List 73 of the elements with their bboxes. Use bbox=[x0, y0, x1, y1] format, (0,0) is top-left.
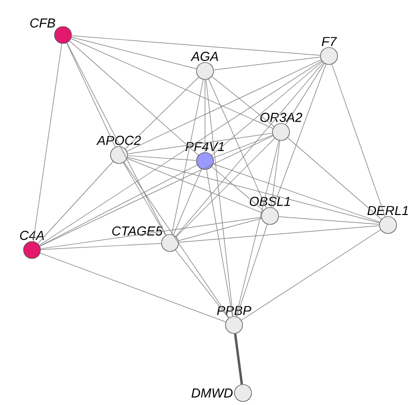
edge-line bbox=[287, 137, 382, 220]
edge-line bbox=[206, 79, 234, 317]
edge-line bbox=[208, 78, 267, 208]
edge-line bbox=[40, 243, 162, 250]
node-label: AGA bbox=[190, 52, 218, 61]
edge-line bbox=[123, 162, 166, 236]
edge-line bbox=[285, 63, 325, 125]
edge-line bbox=[178, 218, 262, 242]
edge-line bbox=[40, 164, 198, 246]
edge-line bbox=[236, 224, 268, 317]
gene-node: CFB bbox=[30, 18, 72, 44]
edge-line bbox=[212, 134, 274, 158]
edge-line bbox=[40, 216, 262, 250]
edge-line bbox=[71, 36, 197, 70]
gene-node: APOC2 bbox=[96, 136, 141, 164]
edge-line bbox=[212, 76, 274, 127]
edge-line bbox=[206, 169, 233, 317]
gene-node: PF4V1 bbox=[186, 142, 224, 170]
edge-line bbox=[204, 80, 206, 152]
gene-node: C4A bbox=[20, 230, 44, 259]
edge-line bbox=[176, 138, 276, 238]
node-label: CFB bbox=[30, 18, 56, 28]
gene-node: PPBP bbox=[217, 306, 252, 334]
edge-line bbox=[127, 132, 273, 154]
edge-line bbox=[175, 62, 324, 237]
gene-node: AGA bbox=[190, 52, 218, 80]
node-label: C4A bbox=[20, 230, 44, 240]
node-label: DMWD bbox=[192, 388, 233, 398]
gene-node: DMWD bbox=[192, 384, 252, 402]
edge-line bbox=[40, 135, 274, 247]
edge-line bbox=[241, 230, 381, 321]
edge-line bbox=[175, 250, 229, 318]
edge-line bbox=[39, 60, 322, 246]
edge-line bbox=[38, 161, 114, 244]
edge-line bbox=[32, 43, 62, 242]
node-label: OBSL1 bbox=[250, 196, 290, 206]
node-label: PF4V1 bbox=[186, 142, 224, 152]
edge-line bbox=[178, 225, 380, 243]
gene-node: CTAGE5 bbox=[112, 226, 179, 252]
edge-line bbox=[278, 216, 380, 225]
edge-line bbox=[125, 76, 199, 150]
edge-line bbox=[234, 334, 244, 384]
edge-line bbox=[173, 168, 202, 236]
node-label: F7 bbox=[322, 37, 337, 46]
gene-node: DERL1 bbox=[367, 206, 408, 234]
edge-line bbox=[126, 59, 322, 152]
edge-line bbox=[126, 158, 262, 213]
edge-line bbox=[71, 35, 321, 56]
gene-node: F7 bbox=[320, 37, 338, 65]
gene-node: OBSL1 bbox=[250, 196, 290, 225]
edge-line bbox=[69, 40, 199, 156]
edge-line bbox=[124, 162, 230, 318]
gene-node: OR3A2 bbox=[260, 112, 302, 141]
edge-line bbox=[40, 252, 226, 322]
edge-line bbox=[272, 64, 326, 208]
edge-line bbox=[127, 155, 197, 161]
edge-line bbox=[213, 56, 321, 70]
edge-line bbox=[66, 42, 166, 236]
edge-line bbox=[70, 38, 274, 129]
edge-line bbox=[270, 140, 280, 208]
node-label: CTAGE5 bbox=[112, 226, 163, 236]
edge-line bbox=[332, 64, 386, 217]
edge-line bbox=[211, 166, 264, 211]
node-label: OR3A2 bbox=[260, 112, 302, 122]
edge-line bbox=[211, 61, 323, 156]
node-label: PPBP bbox=[217, 306, 252, 316]
edge-line bbox=[127, 156, 380, 224]
edge-line bbox=[236, 140, 280, 317]
node-label: DERL1 bbox=[367, 206, 408, 216]
node-label: APOC2 bbox=[96, 136, 141, 146]
edge-line bbox=[171, 79, 204, 235]
edge-line bbox=[213, 164, 380, 222]
edge-line bbox=[66, 42, 116, 148]
